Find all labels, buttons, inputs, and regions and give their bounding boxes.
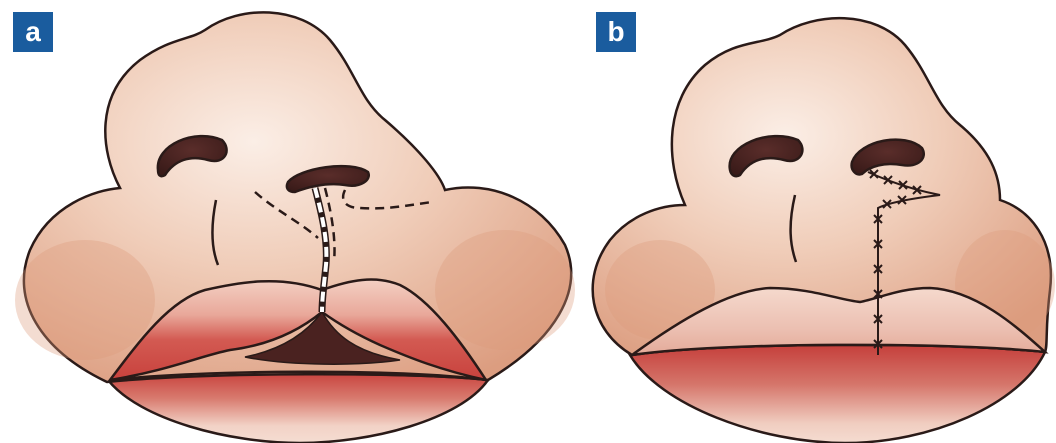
panel-a-lower-lip	[108, 374, 488, 443]
panel-b-illustration	[593, 18, 1055, 443]
panel-label-a: a	[13, 12, 53, 52]
panel-label-b: b	[596, 12, 636, 52]
panel-a-illustration	[15, 12, 575, 443]
panel-label-a-text: a	[25, 16, 41, 47]
panel-b-lower-lip	[630, 345, 1045, 443]
panel-label-b-text: b	[607, 16, 624, 47]
